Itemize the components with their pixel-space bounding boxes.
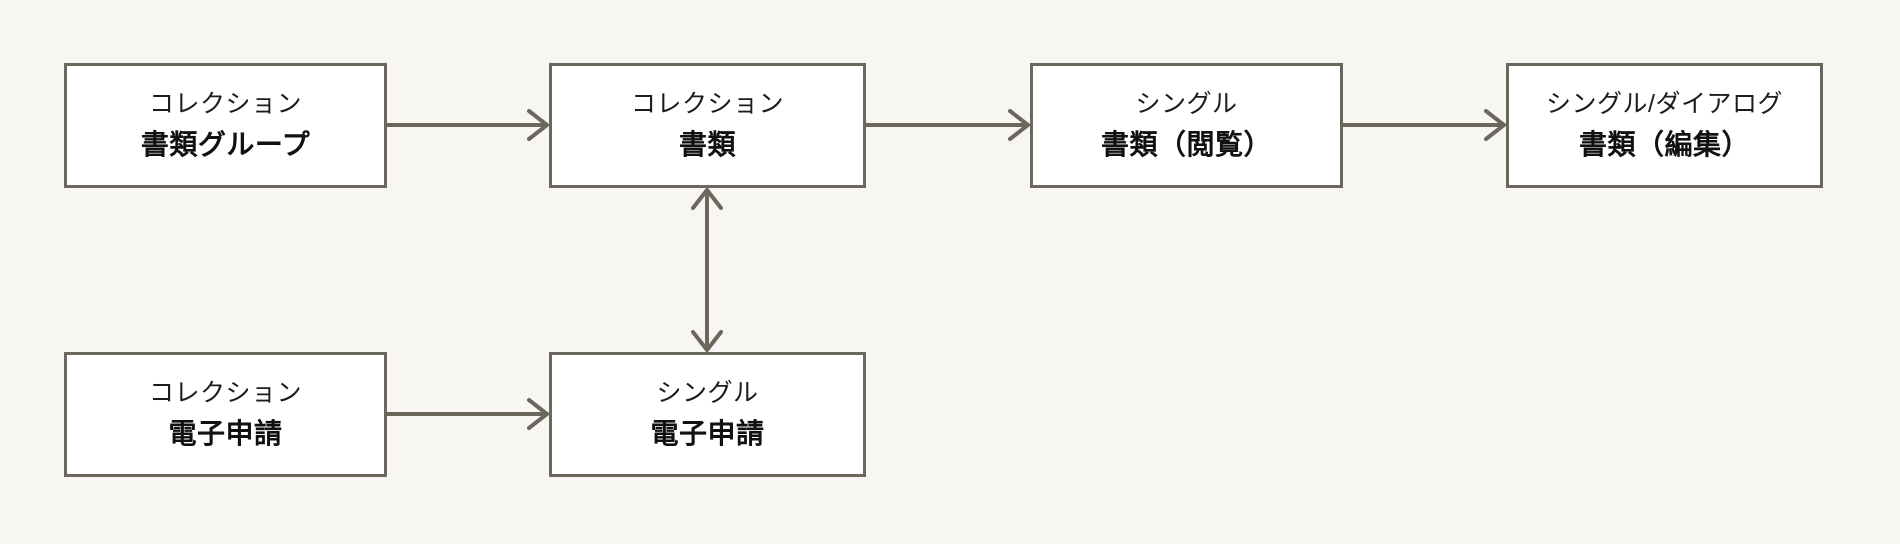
arrow-eapplication-to-single — [387, 396, 551, 432]
node-type-label: コレクション — [630, 90, 784, 118]
arrow-right-icon — [387, 109, 551, 141]
arrow-right-icon — [387, 398, 551, 430]
node-document-single-view[interactable]: シングル 書類（閲覧） — [1030, 63, 1343, 188]
node-type-label: シングル — [656, 379, 759, 407]
node-document-collection[interactable]: コレクション 書類 — [549, 63, 866, 188]
node-document-group-collection[interactable]: コレクション 書類グループ — [64, 63, 387, 188]
arrow-group-to-document — [387, 107, 551, 143]
node-type-label: コレクション — [148, 90, 302, 118]
arrow-document-eapplication-vertical — [689, 186, 725, 354]
node-name-label: 書類グループ — [140, 129, 311, 160]
node-name-label: 電子申請 — [650, 418, 765, 449]
node-type-label: シングル/ダイアログ — [1546, 90, 1783, 118]
arrow-right-icon — [1343, 109, 1508, 141]
arrow-up-down-icon — [691, 186, 723, 354]
node-name-label: 電子申請 — [168, 418, 283, 449]
node-eapplication-single[interactable]: シングル 電子申請 — [549, 352, 866, 477]
node-name-label: 書類 — [678, 129, 736, 160]
node-type-label: コレクション — [148, 379, 302, 407]
arrow-document-to-view — [866, 107, 1032, 143]
arrow-right-icon — [866, 109, 1032, 141]
node-document-single-edit[interactable]: シングル/ダイアログ 書類（編集） — [1506, 63, 1823, 188]
node-type-label: シングル — [1135, 90, 1238, 118]
node-eapplication-collection[interactable]: コレクション 電子申請 — [64, 352, 387, 477]
node-name-label: 書類（編集） — [1578, 129, 1750, 160]
node-name-label: 書類（閲覧） — [1100, 129, 1272, 160]
arrow-view-to-edit — [1343, 107, 1508, 143]
